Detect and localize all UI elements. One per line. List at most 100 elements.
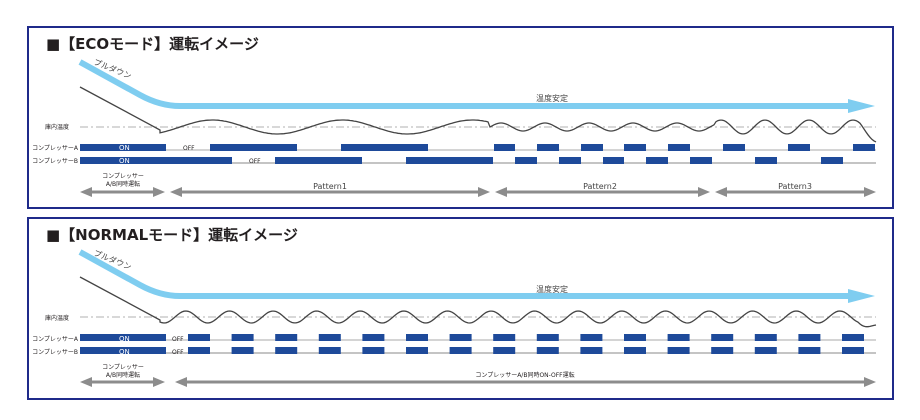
comp-b-on-bar — [798, 347, 821, 354]
comp-b-on-bar — [275, 347, 298, 354]
comp-a-on-bar — [581, 144, 603, 151]
comp-b-on-bar — [755, 157, 777, 164]
temp-label: 庫内温度 — [45, 314, 69, 322]
comp-b-on-bar — [690, 157, 712, 164]
comp-b-on-bar — [711, 347, 734, 354]
comp-b-on-bar — [188, 347, 210, 354]
phase-arrow-head — [495, 187, 507, 197]
phase-label: A/B同時運転 — [106, 180, 140, 188]
comp-a-on: ON — [119, 144, 130, 152]
phase-label: Pattern3 — [778, 182, 812, 191]
comp-a-on-bar — [318, 334, 341, 341]
comp-b-on-bar — [624, 347, 646, 354]
phase-arrow-head — [864, 187, 876, 197]
panel-frame — [27, 217, 894, 400]
comp-a-on-bar — [723, 144, 745, 151]
comp-a-on-bar — [275, 334, 298, 341]
comp-b-on-bar — [580, 347, 603, 354]
phase-arrow-head — [715, 187, 727, 197]
phase-label: Pattern2 — [583, 182, 617, 191]
comp-a-on-bar — [80, 144, 166, 151]
comp-b-label: コンプレッサーB — [32, 349, 78, 356]
comp-b-on-bar — [646, 157, 668, 164]
comp-a-on-bar — [788, 144, 810, 151]
comp-a-on-bar — [624, 334, 646, 341]
comp-a-on-bar — [406, 334, 428, 341]
comp-b-on-bar — [406, 347, 428, 354]
comp-a-on-bar — [188, 334, 210, 341]
comp-a-on-bar — [449, 334, 472, 341]
comp-a-on-bar — [754, 334, 777, 341]
comp-a-on-bar — [210, 144, 297, 151]
phase-label: コンプレッサーA/B同時ON-OFF運転 — [475, 371, 574, 379]
comp-a-on-bar — [668, 144, 690, 151]
comp-a-label: コンプレッサーA — [32, 336, 79, 343]
phase-arrow-head — [478, 187, 490, 197]
stable-arrow-head — [848, 289, 875, 303]
comp-b-on-bar — [667, 347, 690, 354]
comp-b-on-bar — [275, 157, 362, 164]
stable-arrow-head — [848, 99, 875, 113]
phase-arrow-head — [80, 187, 92, 197]
comp-a-on-bar — [341, 144, 428, 151]
comp-b-on-bar — [559, 157, 581, 164]
comp-b-on-bar — [80, 157, 232, 164]
temp-label: 庫内温度 — [45, 123, 69, 131]
panel-title: ■【ECOモード】運転イメージ — [46, 35, 259, 53]
stable-label: 温度安定 — [536, 93, 568, 103]
phase-arrow-head — [80, 377, 92, 387]
comp-b-on-bar — [231, 347, 254, 354]
eco-panel: ■【ECOモード】運転イメージ プルダウン 温度安定 庫内温度 コンプレッサーA… — [27, 26, 894, 209]
comp-a-on-bar — [798, 334, 821, 341]
phase-arrow-head — [170, 187, 182, 197]
phase-arrow-head — [698, 187, 710, 197]
phase-label: A/B同時運転 — [106, 371, 140, 379]
comp-b-on: ON — [119, 157, 130, 165]
comp-a-on-bar — [624, 144, 646, 151]
normal-panel: ■【NORMALモード】運転イメージ プルダウン 温度安定 庫内温度 コンプレッ… — [27, 217, 894, 400]
phase-arrow-head — [864, 377, 876, 387]
comp-a-label: コンプレッサーA — [32, 145, 79, 152]
comp-b-on-bar — [754, 347, 777, 354]
comp-a-on-bar — [537, 144, 559, 151]
comp-a-off: OFF — [183, 145, 195, 152]
temp-curve — [79, 276, 877, 328]
comp-b-on-bar — [318, 347, 341, 354]
phase-label: Pattern1 — [313, 182, 347, 191]
comp-b-on-bar — [515, 157, 537, 164]
comp-a-on-bar — [494, 144, 515, 151]
comp-b-label: コンプレッサーB — [32, 158, 78, 165]
comp-a-on-bar — [362, 334, 385, 341]
phase-arrow-head — [153, 187, 165, 197]
phase-label: コンプレッサー — [102, 364, 144, 371]
comp-b-off: OFF — [172, 349, 184, 356]
comp-b-on-bar — [536, 347, 559, 354]
panel-frame — [27, 26, 894, 209]
comp-a-on-bar — [231, 334, 254, 341]
comp-b-on-bar — [406, 157, 493, 164]
comp-a-on-bar — [711, 334, 734, 341]
pulldown-curve — [78, 249, 850, 299]
comp-a-on-bar — [493, 334, 516, 341]
phase-arrow-head — [175, 377, 187, 387]
diagram-marks — [78, 59, 877, 387]
phase-arrow-head — [153, 377, 165, 387]
comp-a-on-bar — [580, 334, 603, 341]
comp-a-on-bar — [667, 334, 690, 341]
comp-b-on-bar — [842, 347, 864, 354]
comp-b-on-bar — [362, 347, 385, 354]
comp-a-on-bar — [80, 334, 166, 341]
stable-label: 温度安定 — [536, 284, 568, 294]
comp-b-on-bar — [80, 347, 166, 354]
temp-curve — [79, 86, 877, 143]
comp-a-on: ON — [119, 335, 130, 343]
comp-b-on-bar — [493, 347, 516, 354]
comp-b-on-bar — [821, 157, 843, 164]
comp-b-off: OFF — [249, 158, 261, 165]
comp-a-on-bar — [853, 144, 875, 151]
comp-a-off: OFF — [172, 336, 184, 343]
comp-a-on-bar — [536, 334, 559, 341]
comp-b-on-bar — [449, 347, 472, 354]
comp-a-on-bar — [842, 334, 864, 341]
